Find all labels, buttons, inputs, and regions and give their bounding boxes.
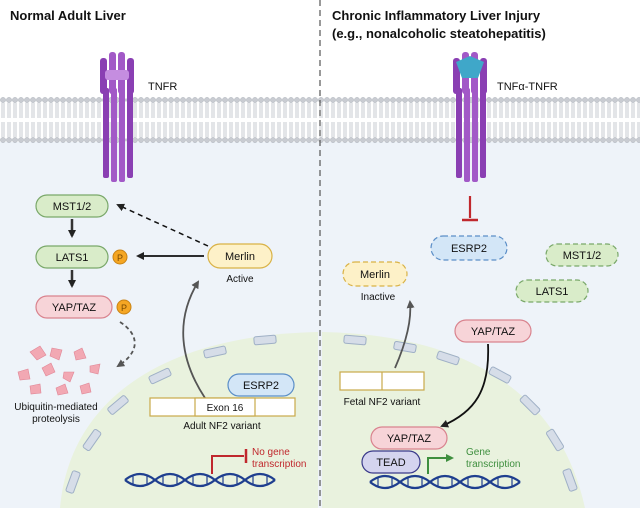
- degradation-arrow: [116, 321, 136, 368]
- tead-label: TEAD: [376, 457, 405, 469]
- left-yap-label: YAP/TAZ: [52, 302, 96, 314]
- merlin-to-mst-arrow: [116, 203, 209, 247]
- left-merlin-node: Merlin: [207, 243, 273, 269]
- right-merlin-label: Merlin: [360, 269, 390, 281]
- dna-right: [369, 474, 521, 490]
- gene-line-1: Gene: [466, 447, 491, 458]
- left-esrp2-node: ESRP2: [227, 373, 295, 397]
- right-mst-node: MST1/2: [545, 243, 619, 267]
- lats-phospho: P: [112, 249, 128, 265]
- left-lats-node: LATS1: [35, 245, 109, 269]
- degradation-caption-line-2: proteolysis: [32, 414, 80, 425]
- right-title-line-2: (e.g., nonalcoholic steatohepatitis): [332, 26, 546, 41]
- right-yap-label: YAP/TAZ: [471, 326, 515, 338]
- tnfa-tnfr-receptor-right: [453, 52, 487, 182]
- right-yap-node: YAP/TAZ: [454, 319, 532, 343]
- dna-left: [124, 472, 276, 488]
- gene-line-2: transcription: [466, 459, 520, 470]
- tnfr-receptor-left: [100, 52, 134, 182]
- yap-phospho: P: [116, 299, 132, 315]
- nuclear-yap-label: YAP/TAZ: [387, 433, 431, 445]
- yap-nuclear-translocation-arrow: [440, 343, 490, 428]
- gene-transcription-arrow: [427, 454, 454, 474]
- fetal-nf2-to-merlin-arrow: [394, 300, 415, 369]
- right-esrp2-label: ESRP2: [451, 243, 487, 255]
- nuclear-yap-node: YAP/TAZ: [370, 426, 448, 450]
- no-gene-line-2: transcription: [252, 459, 306, 470]
- fetal-nf2-variant-label: Fetal NF2 variant: [344, 397, 421, 408]
- merlin-inactive-state: Inactive: [361, 292, 396, 303]
- left-merlin-label: Merlin: [225, 251, 255, 263]
- adult-nf2-to-merlin-arrow: [182, 280, 206, 399]
- tnfa-ligand: [456, 56, 484, 78]
- lats-phospho-label: P: [117, 253, 123, 263]
- adult-nf2-variant-label: Adult NF2 variant: [183, 421, 260, 432]
- left-esrp2-label: ESRP2: [243, 380, 279, 392]
- left-receptor-label: TNFR: [148, 81, 177, 93]
- right-lats-node: LATS1: [515, 279, 589, 303]
- right-title-line-1: Chronic Inflammatory Liver Injury: [332, 8, 541, 23]
- left-mst-node: MST1/2: [35, 194, 109, 218]
- degradation-caption-line-1: Ubiquitin-mediated: [14, 402, 97, 413]
- adult-nf2-transcript: Exon 16: [149, 397, 296, 417]
- left-mst-label: MST1/2: [53, 201, 92, 213]
- tead-node: TEAD: [361, 450, 421, 474]
- nuclear-envelope: [65, 334, 578, 494]
- yap-phospho-label: P: [121, 303, 127, 313]
- exon-16-label: Exon 16: [207, 403, 244, 414]
- left-lats-label: LATS1: [56, 252, 89, 264]
- protein-fragments: [17, 345, 101, 396]
- right-lats-label: LATS1: [536, 286, 569, 298]
- right-merlin-node: Merlin: [342, 261, 408, 287]
- left-yap-node: YAP/TAZ: [35, 295, 113, 319]
- right-receptor-label: TNFα-TNFR: [497, 81, 558, 93]
- left-title: Normal Adult Liver: [10, 8, 126, 23]
- right-mst-label: MST1/2: [563, 250, 602, 262]
- no-gene-line-1: No gene: [252, 447, 290, 458]
- fetal-nf2-transcript: [339, 371, 425, 391]
- right-esrp2-node: ESRP2: [430, 235, 508, 261]
- merlin-active-state: Active: [226, 274, 254, 285]
- no-transcription-inhibitor: [211, 455, 244, 474]
